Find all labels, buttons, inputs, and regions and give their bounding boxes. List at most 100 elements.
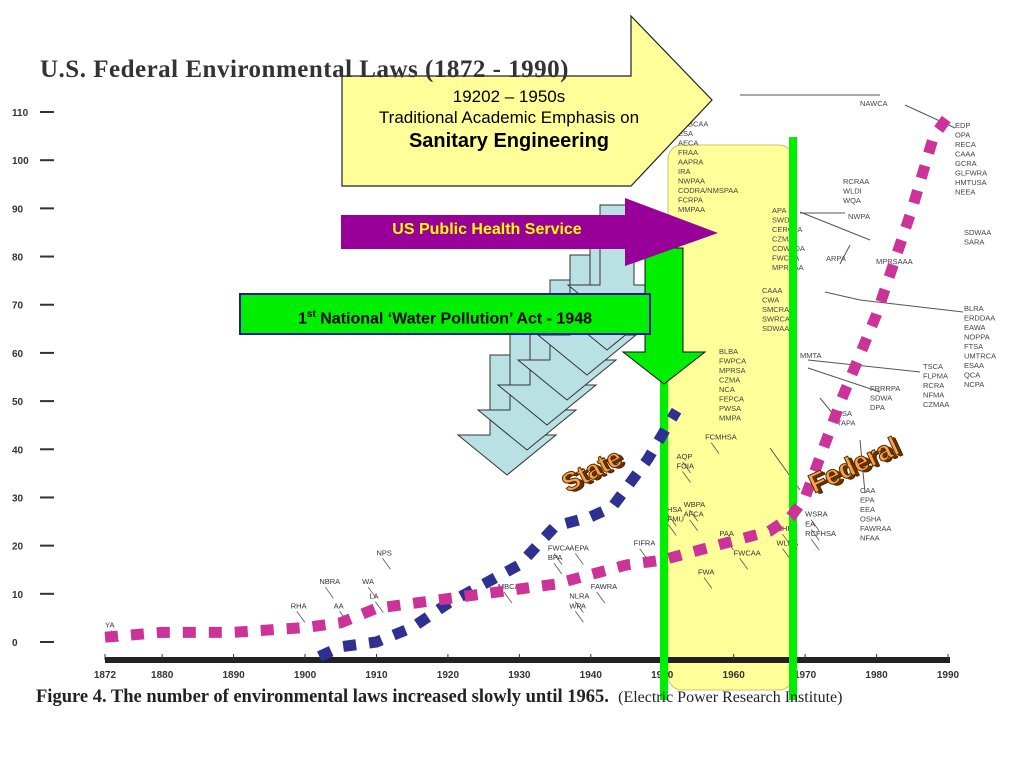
law-label: WBPA bbox=[684, 500, 706, 509]
law-leader bbox=[553, 562, 563, 575]
law-list-item: SWRCA bbox=[762, 315, 790, 324]
law-list-item: MPRSA bbox=[719, 366, 746, 375]
law-list-item: NOPPA bbox=[964, 333, 990, 342]
law-list-item: CZMA bbox=[772, 235, 793, 244]
law-list-item: OSHA bbox=[860, 515, 881, 524]
sanitary-callout: 19202 – 1950s Traditional Academic Empha… bbox=[343, 86, 675, 154]
law-leader bbox=[553, 553, 563, 565]
law-list-item: EAWA bbox=[964, 323, 986, 332]
law-list-item: FRAA bbox=[678, 148, 698, 157]
sanitary-arrow bbox=[341, 14, 713, 187]
y-tick-label: 90 bbox=[12, 204, 24, 215]
law-leader bbox=[296, 611, 306, 623]
law-leader bbox=[859, 439, 866, 494]
caption-source: (Electric Power Research Institute) bbox=[618, 689, 843, 706]
x-tick-label: 1920 bbox=[437, 670, 460, 681]
law-label: AQP bbox=[677, 452, 693, 461]
law-list-item: MPRSAAA bbox=[876, 257, 913, 266]
law-list-item: NAWCA bbox=[860, 99, 888, 108]
law-label: BPA bbox=[548, 553, 562, 562]
law-list-item: AECA bbox=[678, 139, 698, 148]
law-list-item: CAA bbox=[860, 486, 875, 495]
law-list-item: IRA bbox=[678, 167, 691, 176]
law-list-item: NFAA bbox=[860, 534, 880, 543]
law-label: WPA bbox=[569, 601, 586, 610]
law-label: FWCAA bbox=[734, 548, 761, 557]
law-list-item: FWPCA bbox=[719, 357, 746, 366]
law-list-item: QCA bbox=[964, 371, 980, 380]
law-list-item: WLDI bbox=[843, 187, 862, 196]
law-list-item: FEPCA bbox=[719, 395, 744, 404]
series-line-federal bbox=[104, 113, 953, 643]
x-tick-label: 1872 bbox=[94, 670, 117, 681]
law-label: AEPA bbox=[569, 543, 588, 552]
law-list-item: FTSA bbox=[964, 342, 983, 351]
law-list-item: TSCA bbox=[923, 362, 943, 371]
law-leader bbox=[807, 359, 921, 373]
law-leader bbox=[807, 367, 881, 393]
law-list-item: ERDDAA bbox=[964, 314, 995, 323]
law-leader bbox=[689, 509, 698, 522]
law-list-item: ESA bbox=[837, 409, 852, 418]
law-list-item: SARA bbox=[964, 238, 984, 247]
law-leader bbox=[859, 299, 964, 313]
law-list-item: NFMA bbox=[923, 391, 944, 400]
green-bar-right bbox=[789, 137, 797, 700]
law-list-item: PWSA bbox=[719, 404, 741, 413]
law-label: FCMHSA bbox=[705, 433, 737, 442]
law-leader bbox=[667, 514, 677, 527]
y-tick-label: 40 bbox=[12, 445, 24, 456]
law-leader bbox=[799, 211, 871, 241]
law-list-item: CAAA bbox=[762, 286, 782, 295]
law-list-item: EDP bbox=[955, 121, 970, 130]
x-tick-label: 1960 bbox=[723, 670, 746, 681]
law-leader bbox=[839, 244, 851, 265]
law-label: WA bbox=[362, 577, 374, 586]
law-leader bbox=[324, 586, 334, 599]
law-leader bbox=[703, 577, 713, 589]
law-list-item: MPRSAA bbox=[772, 263, 804, 272]
law-list-item: SWDA bbox=[772, 216, 795, 225]
y-tick-label: 80 bbox=[12, 253, 24, 264]
caption-text: Figure 4. The number of environmental la… bbox=[36, 687, 609, 707]
y-tick-label: 30 bbox=[12, 493, 24, 504]
law-leader bbox=[575, 611, 584, 623]
law-label: WSRA bbox=[805, 510, 828, 519]
y-tick-label: 110 bbox=[12, 108, 29, 119]
law-list-item: DPA bbox=[870, 403, 885, 412]
law-label: NFMU bbox=[662, 515, 684, 524]
water-pollution-act-box: 1st National ‘Water Pollution’ Act - 194… bbox=[239, 293, 651, 335]
x-tick-label: 1940 bbox=[580, 670, 603, 681]
page-title: U.S. Federal Environmental Laws (1872 - … bbox=[40, 56, 569, 83]
usphs-arrow bbox=[341, 198, 718, 266]
law-list-item: ARPA bbox=[826, 254, 846, 263]
law-list-item: BLBA bbox=[719, 347, 738, 356]
law-list-item: NEEA bbox=[955, 188, 975, 197]
law-leader bbox=[682, 471, 691, 483]
law-list-item: MMTA bbox=[800, 351, 822, 360]
law-list-item: CZMA bbox=[719, 376, 740, 385]
y-tick-label: 60 bbox=[12, 349, 24, 360]
sanitary-subtitle: Traditional Academic Emphasis on bbox=[378, 108, 640, 127]
law-label: RHA bbox=[291, 601, 307, 610]
law-label: FHSA bbox=[662, 505, 682, 514]
law-list-item: SDWA bbox=[870, 394, 892, 403]
law-list-item: CAAA bbox=[955, 150, 975, 159]
law-list-item: RCRA bbox=[923, 381, 944, 390]
law-leader bbox=[682, 461, 691, 474]
law-label: FWCA bbox=[548, 543, 570, 552]
law-list-item: SMCRA bbox=[762, 305, 789, 314]
law-leader bbox=[739, 558, 749, 570]
law-list-item: NCPA bbox=[964, 380, 984, 389]
law-list-item: ESAA bbox=[964, 361, 984, 370]
law-label: MBCA bbox=[498, 582, 520, 591]
law-list-item: FRRRPA bbox=[870, 384, 900, 393]
x-tick-label: 1890 bbox=[222, 670, 245, 681]
npa-text: National ‘Water Pollution’ Act - 1948 bbox=[315, 310, 592, 328]
law-leader bbox=[810, 538, 820, 551]
law-label: FAWRA bbox=[591, 582, 617, 591]
x-tick-label: 1980 bbox=[865, 670, 888, 681]
law-list-item: SDWAA bbox=[762, 324, 789, 333]
green-bar-left bbox=[660, 250, 668, 700]
y-tick-label: 100 bbox=[12, 156, 29, 167]
